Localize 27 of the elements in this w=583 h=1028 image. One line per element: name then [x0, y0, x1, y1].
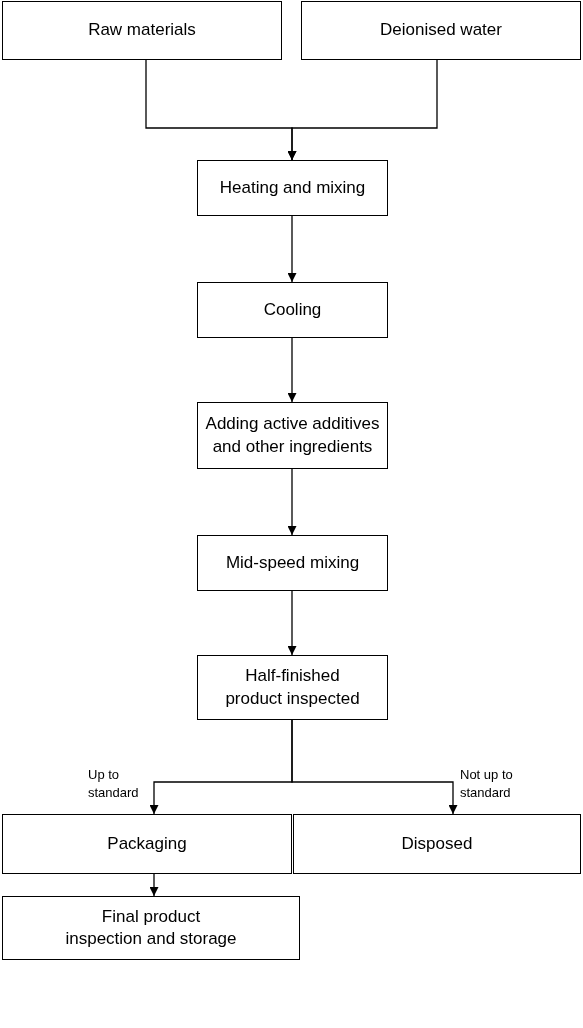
arrow	[287, 590, 297, 656]
box-label: Raw materials	[88, 19, 196, 42]
box-label: Half-finished product inspected	[224, 665, 361, 710]
process-box	[2, 896, 300, 960]
process-box	[197, 282, 388, 338]
box-label: Packaging	[107, 832, 187, 855]
box-label: Final product inspection and storage	[64, 905, 238, 950]
arrow	[149, 873, 159, 897]
process-box	[197, 535, 388, 591]
process-box	[301, 1, 581, 60]
process-box	[197, 402, 388, 469]
arrow	[287, 215, 297, 283]
box-label: Cooling	[263, 298, 322, 321]
process-box	[197, 160, 388, 216]
arrow	[287, 337, 297, 403]
process-box	[2, 814, 292, 874]
arrow	[287, 468, 297, 536]
arrow	[287, 59, 438, 161]
process-box	[293, 814, 581, 874]
box-label: Mid-speed mixing	[225, 551, 360, 574]
process-box	[2, 1, 282, 60]
box-label: Deionised water	[380, 19, 502, 42]
box-label: Disposed	[401, 832, 473, 855]
box-label: Adding active additives and other ingredients	[204, 413, 381, 458]
box-label: Heating and mixing	[219, 176, 366, 199]
arrow	[291, 719, 458, 815]
process-box	[197, 655, 388, 720]
